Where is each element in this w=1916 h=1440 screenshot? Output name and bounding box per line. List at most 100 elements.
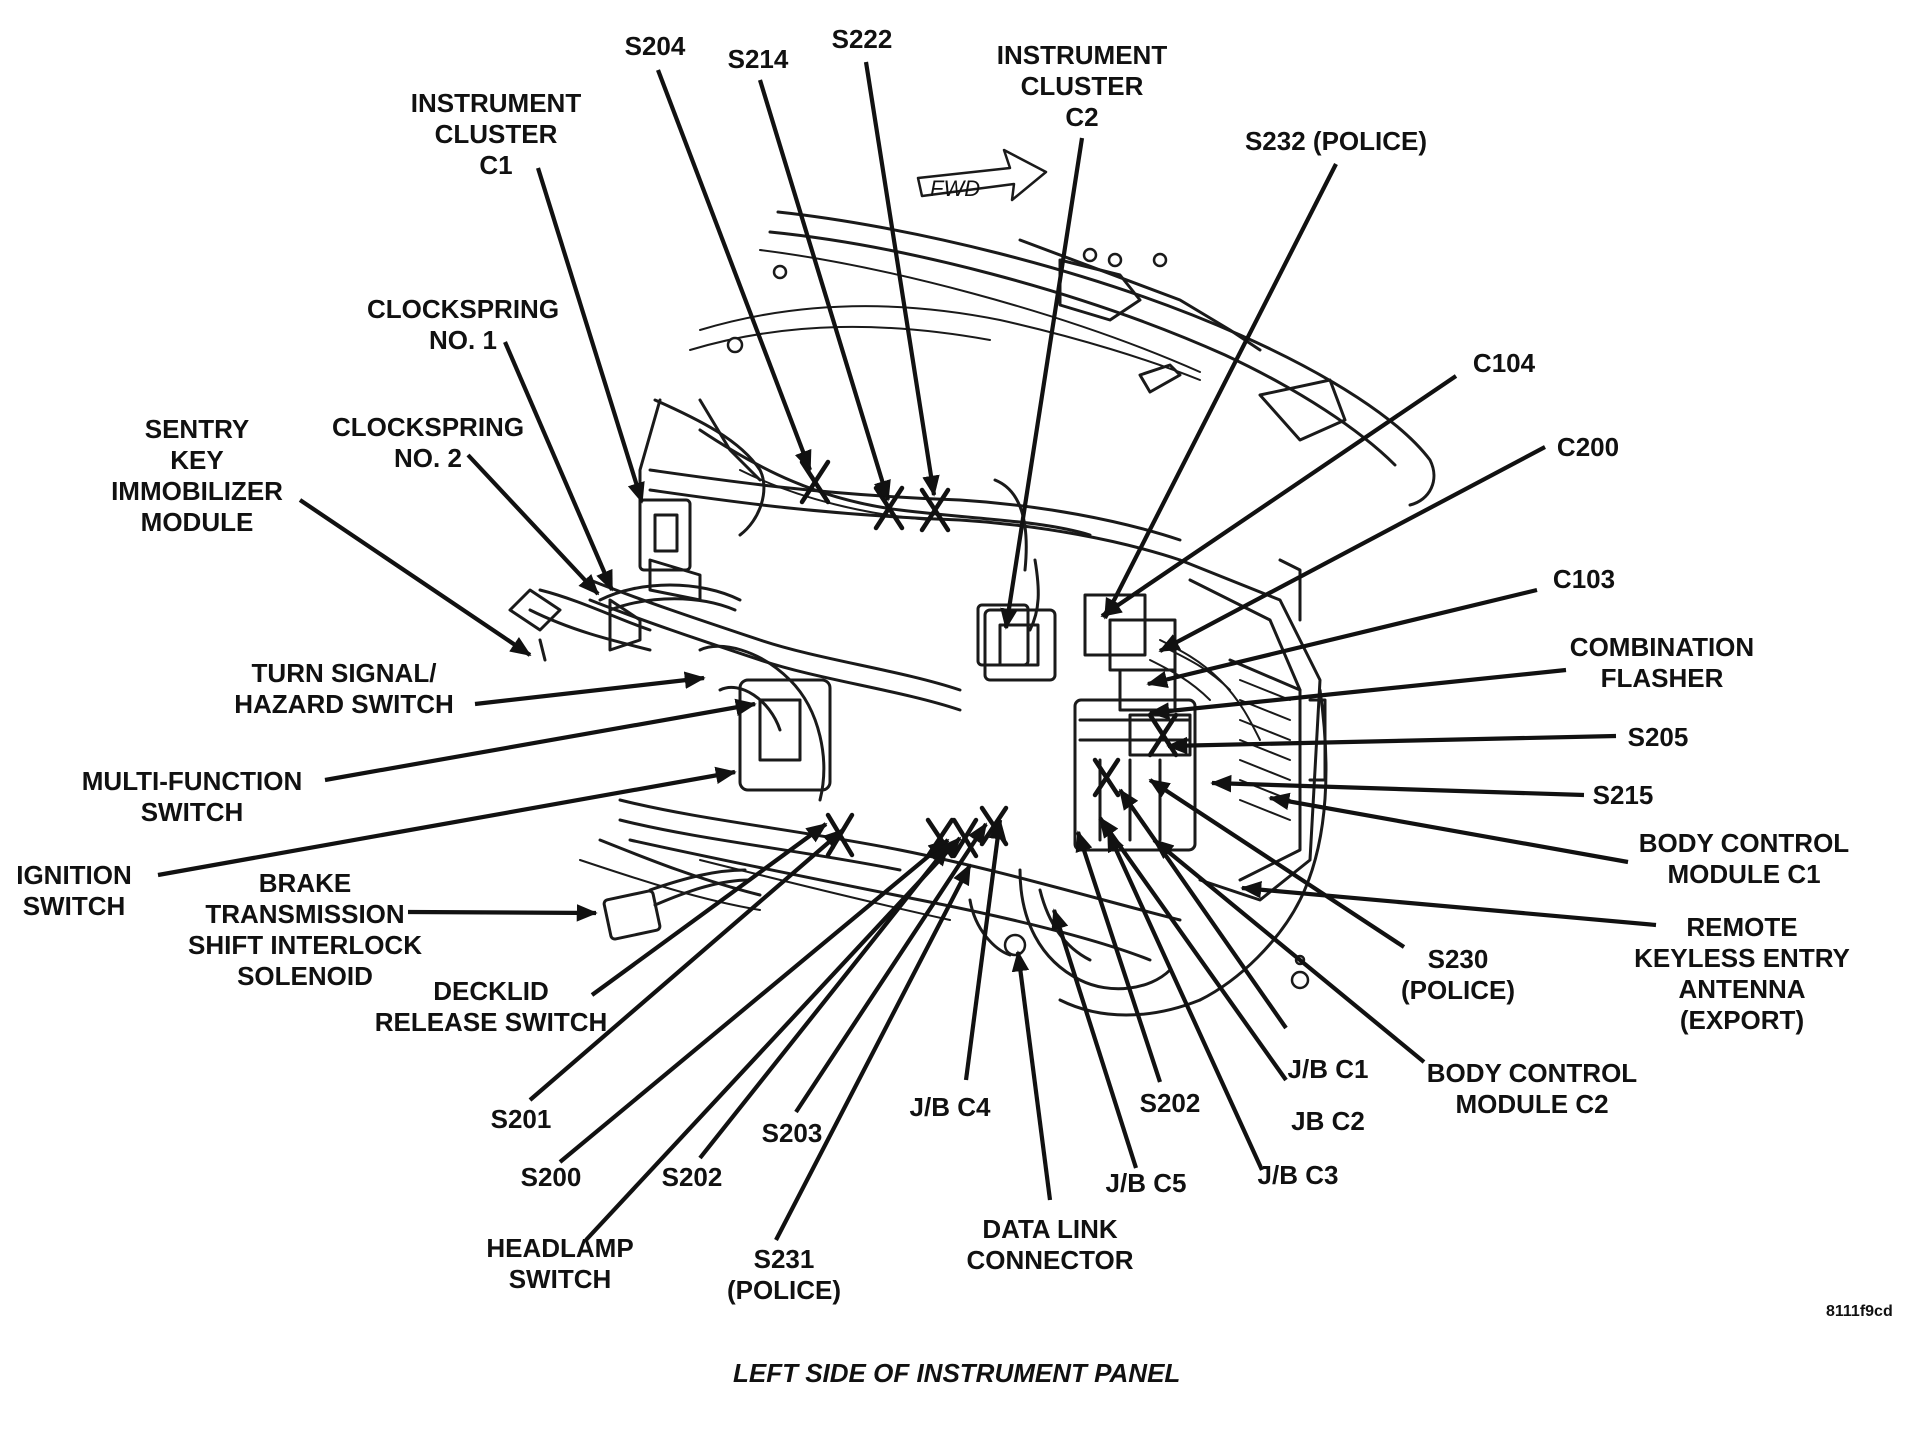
label-line: TRANSMISSION xyxy=(205,899,404,929)
label-line: C2 xyxy=(1065,102,1098,132)
leader-decklid xyxy=(590,822,828,997)
leader-c103 xyxy=(1146,587,1538,688)
leader-combo-flasher xyxy=(1148,667,1567,720)
label-line: S203 xyxy=(762,1118,823,1148)
label-line: CLUSTER xyxy=(435,119,558,149)
leader-sentry xyxy=(298,498,532,657)
label-line: CLOCKSPRING xyxy=(367,294,559,324)
label-line: SWITCH xyxy=(509,1264,612,1294)
label-jb-c3: J/B C3 xyxy=(1258,1160,1339,1190)
label-line: DATA LINK xyxy=(982,1214,1117,1244)
label-line: J/B C3 xyxy=(1258,1160,1339,1190)
label-line: C103 xyxy=(1553,564,1615,594)
label-line: SOLENOID xyxy=(237,961,373,991)
leader-ignition xyxy=(157,766,737,878)
label-line: DECKLID xyxy=(433,976,549,1006)
leader-jb-c4 xyxy=(963,818,1007,1081)
leader-lines xyxy=(157,61,1657,1242)
leader-multi-function xyxy=(324,698,757,783)
label-line: C200 xyxy=(1557,432,1619,462)
label-line: CONNECTOR xyxy=(966,1245,1133,1275)
leader-ic-c2 xyxy=(1000,137,1085,630)
leader-rke-antenna xyxy=(1240,880,1657,928)
label-line: MODULE C2 xyxy=(1455,1089,1608,1119)
label-line: BODY CONTROL xyxy=(1427,1058,1638,1088)
label-line: CLOCKSPRING xyxy=(332,412,524,442)
label-line: HEADLAMP xyxy=(486,1233,633,1263)
label-line: JB C2 xyxy=(1291,1106,1365,1136)
label-s231: S231(POLICE) xyxy=(727,1244,841,1305)
label-line: MODULE xyxy=(141,507,254,537)
label-line: SWITCH xyxy=(141,797,244,827)
label-line: INSTRUMENT xyxy=(411,88,582,118)
label-line: C104 xyxy=(1473,348,1536,378)
label-line: SENTRY xyxy=(145,414,250,444)
leader-data-link xyxy=(1011,950,1053,1201)
label-jb-c2: JB C2 xyxy=(1291,1106,1365,1136)
label-turn-signal: TURN SIGNAL/HAZARD SWITCH xyxy=(234,658,454,719)
label-s222: S222 xyxy=(832,24,893,54)
label-line: NO. 2 xyxy=(394,443,462,473)
label-line: (POLICE) xyxy=(1401,975,1515,1005)
leader-c200 xyxy=(1158,445,1546,653)
label-line: S200 xyxy=(521,1162,582,1192)
label-line: S202 xyxy=(1140,1088,1201,1118)
label-jb-c5: J/B C5 xyxy=(1106,1168,1187,1198)
leader-s204 xyxy=(656,69,812,472)
label-line: S231 xyxy=(754,1244,815,1274)
label-line: NO. 1 xyxy=(429,325,497,355)
label-s203: S203 xyxy=(762,1118,823,1148)
splice-marker xyxy=(1092,757,1121,798)
label-line: J/B C5 xyxy=(1106,1168,1187,1198)
leader-headlamp xyxy=(584,836,962,1242)
label-s205: S205 xyxy=(1628,722,1689,752)
label-line: S222 xyxy=(832,24,893,54)
label-c104: C104 xyxy=(1473,348,1536,378)
label-s204: S204 xyxy=(625,31,686,61)
label-line: INSTRUMENT xyxy=(997,40,1168,70)
label-line: KEYLESS ENTRY xyxy=(1634,943,1850,973)
leader-jb-c3 xyxy=(1106,830,1264,1171)
leader-s230 xyxy=(1148,778,1406,949)
label-line: CLUSTER xyxy=(1021,71,1144,101)
leader-jb-c2 xyxy=(1098,816,1288,1082)
leader-s214 xyxy=(757,79,891,502)
label-s232: S232 (POLICE) xyxy=(1245,126,1427,156)
figure-code: 8111f9cd xyxy=(1826,1303,1893,1320)
figure-caption: LEFT SIDE OF INSTRUMENT PANEL xyxy=(733,1358,1180,1388)
label-line: IGNITION xyxy=(16,860,132,890)
label-line: SWITCH xyxy=(23,891,126,921)
splice-marker xyxy=(919,487,951,533)
label-line: ANTENNA xyxy=(1678,974,1805,1004)
leader-c104 xyxy=(1100,374,1458,618)
leader-s202-right xyxy=(1075,830,1162,1083)
label-line: S205 xyxy=(1628,722,1689,752)
leader-jb-c1 xyxy=(1118,788,1288,1030)
leader-ic-c1 xyxy=(535,167,645,504)
label-line: REMOTE xyxy=(1686,912,1797,942)
label-line: COMBINATION xyxy=(1570,632,1754,662)
leader-s222 xyxy=(863,61,940,497)
leader-turn-signal xyxy=(474,671,706,707)
label-line: S201 xyxy=(491,1104,552,1134)
label-line: IMMOBILIZER xyxy=(111,476,283,506)
fwd-arrow-label: FWD xyxy=(930,176,980,201)
leader-s231 xyxy=(774,863,972,1241)
label-s215: S215 xyxy=(1593,780,1654,810)
label-jb-c1: J/B C1 xyxy=(1288,1054,1369,1084)
label-s200: S200 xyxy=(521,1162,582,1192)
leader-clockspring2 xyxy=(466,453,600,596)
